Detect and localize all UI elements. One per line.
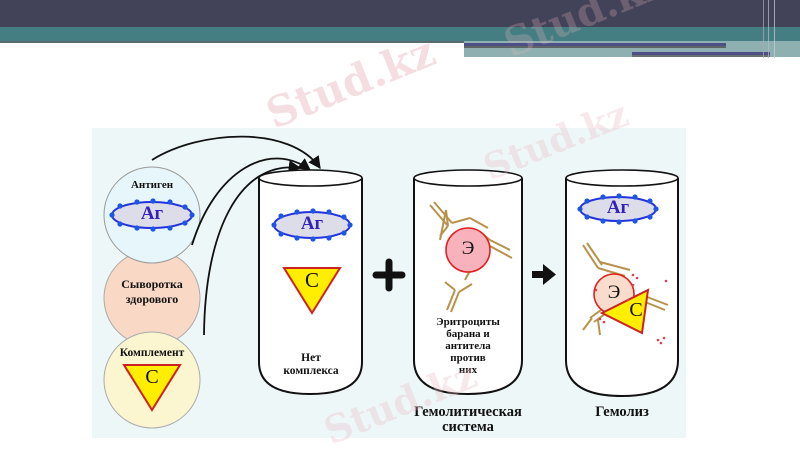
tube-2-caption-line-5: них <box>458 364 478 376</box>
antigen-icon <box>109 198 195 232</box>
tube-1-antigen-symbol: Аг <box>300 213 324 234</box>
hemolytic-system-label-line-1: Гемолитическая <box>414 404 522 420</box>
tube-2-erythrocyte-symbol: Э <box>461 238 475 259</box>
header-accent-line <box>464 43 726 46</box>
hemolytic-system-label-line-2: система <box>442 419 494 435</box>
header-edge-stripes <box>760 0 800 58</box>
header-accent-line-shadow <box>464 46 726 48</box>
tube-2-caption-line-3: антитела <box>445 340 491 352</box>
slide-header-teal-band <box>0 27 800 41</box>
complement-label: Комплемент <box>119 347 185 359</box>
complement-symbol: С <box>145 366 159 388</box>
tube-3-complement-symbol: С <box>629 299 643 321</box>
tube-1-complement-symbol: С <box>304 268 319 292</box>
header-divider-line <box>0 41 465 43</box>
antigen-icon-tube-1 <box>271 208 353 242</box>
serum-label-line-2: здорового <box>125 292 179 306</box>
tube-2-caption-line-1: Эритроциты <box>436 316 500 328</box>
arrow-right-operator-icon <box>532 264 556 285</box>
tube-2-caption-line-2: барана и <box>446 328 490 340</box>
erythrocyte-with-antibodies-icon <box>429 201 513 313</box>
complement-icon <box>122 364 182 412</box>
transfer-arrows <box>151 135 321 336</box>
antigen-label: Антиген <box>130 179 174 191</box>
antigen-icon-tube-3 <box>577 193 659 225</box>
complement-fixation-diagram <box>103 135 679 429</box>
serum-label-line-1: Сыворотка <box>121 277 183 291</box>
lysed-erythrocyte-complex-icon <box>582 242 669 345</box>
tube-2-caption-line-4: против <box>450 352 486 364</box>
slide-header-bar <box>0 0 800 27</box>
header-accent-line-2 <box>632 52 770 55</box>
tube-1-caption-line-1: Нет <box>301 352 321 364</box>
plus-operator-icon <box>372 258 406 292</box>
complement-icon-tube-1 <box>282 267 342 315</box>
antigen-symbol: Аг <box>140 203 164 224</box>
tube-1-caption-line-2: комплекса <box>283 365 339 377</box>
tube-3-antigen-symbol: Аг <box>606 197 630 218</box>
tube-3-erythrocyte-symbol: Э <box>607 282 621 303</box>
hemolysis-label: Гемолиз <box>595 404 649 420</box>
header-accent-line-2-shadow <box>632 55 770 57</box>
